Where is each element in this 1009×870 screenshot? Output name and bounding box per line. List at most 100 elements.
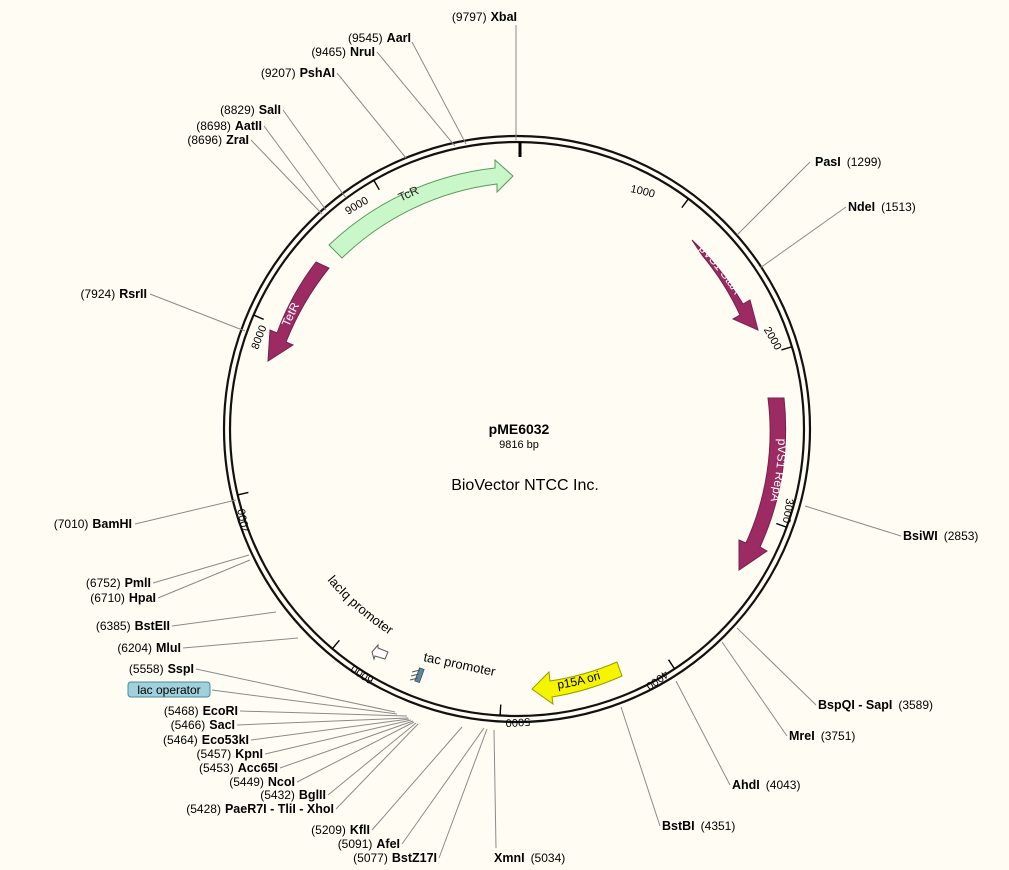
scale-tick [331, 639, 340, 650]
lac-operator-label: lac operator [137, 683, 200, 697]
leader-line [336, 72, 407, 159]
site-label-ecori[interactable]: (5468)EcoRI [164, 704, 238, 718]
site-label-bsiwi[interactable]: BsiWI(2853) [903, 529, 978, 543]
site-label-mlui[interactable]: (6204)MluI [117, 641, 181, 655]
plasmid-center: pME6032 9816 bp BioVector NTCC Inc. [451, 421, 599, 494]
lac-operator-badge [127, 681, 211, 698]
leader-line [675, 680, 731, 786]
feature-arrow-tcr[interactable] [328, 158, 514, 259]
leader-line [250, 139, 323, 215]
tac-promoter-label: tac promoter [422, 649, 497, 679]
site-label-acc65i[interactable]: (5453)Acc65I [199, 761, 278, 775]
site-label-mrei[interactable]: MreI(3751) [789, 729, 855, 743]
laciq-promoter-label: lacIq promoter [325, 572, 397, 637]
site-label-saci[interactable]: (5466)SacI [171, 718, 235, 732]
site-label-bsteii[interactable]: (6385)BstEII [96, 619, 170, 633]
site-label-bstbi[interactable]: BstBI(4351) [662, 819, 735, 833]
site-label-xbai[interactable]: (9797)XbaI [452, 10, 517, 24]
site-label-afei[interactable]: (5091)AfeI [338, 837, 400, 851]
site-label-bstz17i[interactable]: (5077)BstZ17I [353, 851, 437, 865]
leader-line [759, 206, 847, 269]
tick-label-3000: 3000 [780, 498, 795, 524]
site-label-ndei[interactable]: NdeI(1513) [848, 200, 916, 214]
leader-line [195, 668, 396, 713]
feature-arrow-p15a-ori[interactable] [531, 661, 623, 706]
leader-line [211, 689, 398, 715]
leader-line [721, 641, 788, 737]
scale-tick [776, 522, 787, 528]
site-label-bamhi[interactable]: (7010)BamHI [54, 517, 132, 531]
site-label-bspqi-sapi[interactable]: BspQI - SapI(3589) [818, 698, 933, 712]
leader-line [411, 41, 467, 145]
site-label-hpai[interactable]: (6710)HpaI [90, 591, 156, 605]
site-label-bglii[interactable]: (5432)BglII [260, 788, 326, 802]
site-label-pasi[interactable]: PasI(1299) [815, 155, 881, 169]
leader-line [736, 161, 811, 236]
leader-line [282, 109, 347, 199]
feature-arrow-pvs1-repa[interactable] [738, 397, 787, 571]
site-label-kfli[interactable]: (5209)KflI [311, 823, 370, 837]
leader-line [736, 627, 817, 706]
backbone-inner-ring [228, 140, 806, 718]
plasmid-length: 9816 bp [499, 439, 539, 451]
scale-tick [253, 314, 264, 321]
tick-label-2000: 2000 [761, 325, 784, 352]
site-label-eco53ki[interactable]: (5464)Eco53kI [163, 733, 249, 747]
leader-line [236, 717, 409, 726]
backbone [222, 134, 812, 724]
site-labels-left: (9545)AarI(9465)NruI (9207)PshAI (8829)Sal… [54, 31, 437, 865]
tick-label-4000: 4000 [644, 668, 671, 692]
site-label-zrai[interactable]: (8696)ZraI [187, 133, 249, 147]
tick-label-5000: 5000 [505, 715, 530, 728]
site-label-xmni[interactable]: XmnI(5034) [494, 851, 565, 865]
backbone-outer-ring [222, 134, 812, 724]
leader-line [296, 721, 415, 783]
site-label-ncoi[interactable]: (5449)NcoI [229, 775, 295, 789]
leader-line [149, 293, 246, 332]
tac-promoter-marks [409, 669, 421, 681]
leader-line [134, 499, 237, 525]
leader-line [279, 720, 414, 769]
site-label-sspi[interactable]: (5558)SspI [129, 662, 194, 676]
site-label-sali[interactable]: (8829)SalI [220, 103, 281, 117]
scale-tick [373, 179, 380, 191]
leader-line [376, 51, 456, 147]
leader-line [152, 554, 250, 584]
leader-line [371, 726, 463, 831]
leader-line [239, 710, 408, 717]
site-label-nrui[interactable]: (9465)NruI [311, 45, 375, 59]
leader-line [401, 727, 485, 845]
site-label-pmli[interactable]: (6752)PmlI [86, 576, 151, 590]
site-label-kpni[interactable]: (5457)KpnI [197, 747, 263, 761]
leader-line [250, 718, 410, 741]
leader-lines [134, 25, 902, 859]
promoters: lacIq promoter tac promoter [325, 572, 498, 683]
site-label-paer7i-tlii-xhoi[interactable]: (5428)PaeR7I - TliI - XhoI [186, 802, 334, 816]
tick-label-1000: 1000 [629, 183, 656, 200]
site-label-ahdi[interactable]: AhdI(4043) [732, 778, 800, 792]
leader-line [335, 723, 419, 810]
lac-operator[interactable]: lac operator [127, 681, 211, 698]
scale-tick [499, 704, 502, 716]
tick-label-7000: 7000 [236, 508, 253, 535]
features: TcR pVS1 StaA pVS1 RepA TetR p15A ori [267, 158, 789, 706]
leader-line [264, 719, 412, 755]
scale-tick [667, 659, 676, 670]
site-label-pshai[interactable]: (9207)PshAI [261, 66, 335, 80]
feature-arrow-tetr[interactable] [267, 261, 330, 362]
site-label-aari[interactable]: (9545)AarI [348, 31, 411, 45]
laciq-promoter-arrow[interactable] [371, 643, 389, 661]
company-name: BioVector NTCC Inc. [451, 477, 599, 494]
site-label-aatii[interactable]: (8698)AatII [196, 119, 262, 133]
leader-line [182, 637, 299, 649]
leader-line [157, 559, 251, 599]
site-labels-right: (9797)XbaI PasI(1299) NdeI(1513) BsiWI(2… [452, 10, 979, 865]
leader-line [263, 125, 327, 211]
feature-arrow-pvs1-stra[interactable] [691, 239, 759, 331]
feature-label-pvs1-stra: pVS1 StaA [696, 242, 744, 297]
leader-line [327, 722, 417, 796]
leader-line [438, 728, 488, 859]
site-label-rsrii[interactable]: (7924)RsrII [81, 287, 147, 301]
leader-line [804, 505, 902, 537]
